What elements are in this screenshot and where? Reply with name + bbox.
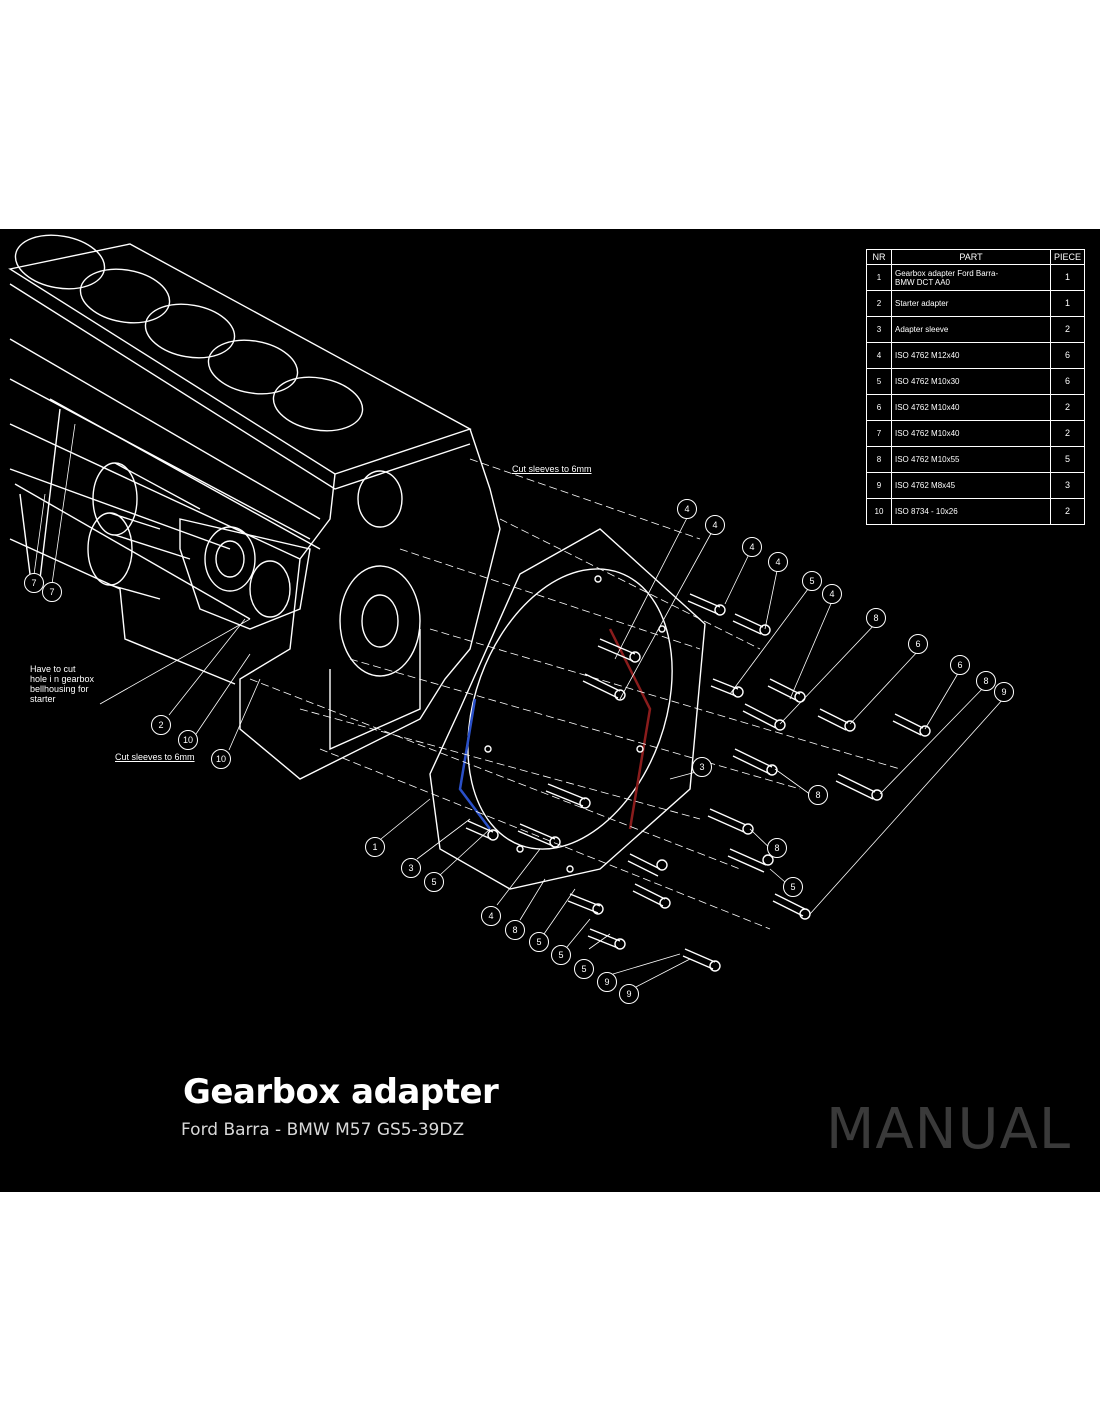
callout-tag: 2 [151,715,171,735]
leader-lines [32,423,1005,990]
callout-tag: 5 [424,872,444,892]
row-part: ISO 4762 M10x40 [891,420,1051,447]
note-cut-sleeves-left: Cut sleeves to 6mm [115,752,195,762]
manual-watermark: MANUAL [826,1097,1072,1162]
callout-tag: 5 [783,877,803,897]
row-piece: 2 [1049,498,1086,525]
adapter-plate [429,528,706,890]
row-part: Starter adapter [891,290,1051,317]
callout-tag: 5 [551,945,571,965]
callout-tag: 6 [950,655,970,675]
row-piece: 2 [1049,420,1086,447]
row-part: Adapter sleeve [891,316,1051,343]
callout-tag: 8 [808,785,828,805]
row-nr: 10 [866,498,892,525]
row-nr: 6 [866,394,892,421]
row-piece: 1 [1049,264,1086,291]
note-cut-sleeves-top: Cut sleeves to 6mm [512,464,592,474]
row-part: ISO 4762 M10x40 [891,394,1051,421]
callout-tag: 10 [178,730,198,750]
row-nr: 8 [866,446,892,473]
row-part: ISO 4762 M12x40 [891,342,1051,369]
callout-tag: 6 [908,634,928,654]
callout-tag: 9 [619,984,639,1004]
row-nr: 9 [866,472,892,499]
page-subtitle: Ford Barra - BMW M57 GS5-39DZ [181,1120,465,1140]
callout-tag: 3 [692,757,712,777]
row-piece: 2 [1049,316,1086,343]
bolts [465,593,931,972]
header-nr: NR [866,249,892,265]
callout-tag: 4 [481,906,501,926]
drawing-sheet: 7 7 2 10 10 1 3 5 4 8 5 5 5 9 9 4 4 4 4 … [0,229,1100,1192]
callout-tag: 8 [767,838,787,858]
callout-tag: 4 [822,584,842,604]
page-title: Gearbox adapter [183,1072,499,1112]
parts-table-header: NR PART PIECE [866,249,1086,265]
row-part: ISO 4762 M8x45 [891,472,1051,499]
row-part: Gearbox adapter Ford Barra- BMW DCT AA0 [891,264,1051,291]
callout-tag: 5 [802,571,822,591]
exploded-view-drawing [8,234,1005,990]
cylinder-bores [14,234,364,432]
block-rear-face [239,428,501,780]
callout-tag: 4 [768,552,788,572]
callout-tag: 8 [505,920,525,940]
row-nr: 7 [866,420,892,447]
callout-tag: 4 [742,537,762,557]
row-piece: 2 [1049,394,1086,421]
callout-tag: 9 [994,682,1014,702]
row-nr: 3 [866,316,892,343]
callout-tag: 5 [574,959,594,979]
row-part: ISO 4762 M10x55 [891,446,1051,473]
assembly-lines [249,458,901,930]
engine-deck [8,243,472,475]
note-starter-hole: Have to cut hole i n gearbox bellhousing… [30,664,95,704]
callout-tag: 8 [976,671,996,691]
callout-tag: 4 [705,515,725,535]
row-nr: 4 [866,342,892,369]
callout-tag: 1 [365,837,385,857]
row-nr: 2 [866,290,892,317]
callout-tag: 7 [24,573,44,593]
row-part: ISO 4762 M10x30 [891,368,1051,395]
row-nr: 5 [866,368,892,395]
callout-tag: 7 [42,582,62,602]
row-piece: 1 [1049,290,1086,317]
header-piece: PIECE [1049,249,1086,265]
row-piece: 6 [1049,342,1086,369]
row-piece: 5 [1049,446,1086,473]
callout-tag: 9 [597,972,617,992]
row-piece: 3 [1049,472,1086,499]
callout-tag: 3 [401,858,421,878]
row-part: ISO 8734 - 10x26 [891,498,1051,525]
row-nr: 1 [866,264,892,291]
callout-tag: 8 [866,608,886,628]
callout-tag: 10 [211,749,231,769]
row-piece: 6 [1049,368,1086,395]
callout-tag: 5 [529,932,549,952]
callout-tag: 4 [677,499,697,519]
header-part: PART [891,249,1051,265]
